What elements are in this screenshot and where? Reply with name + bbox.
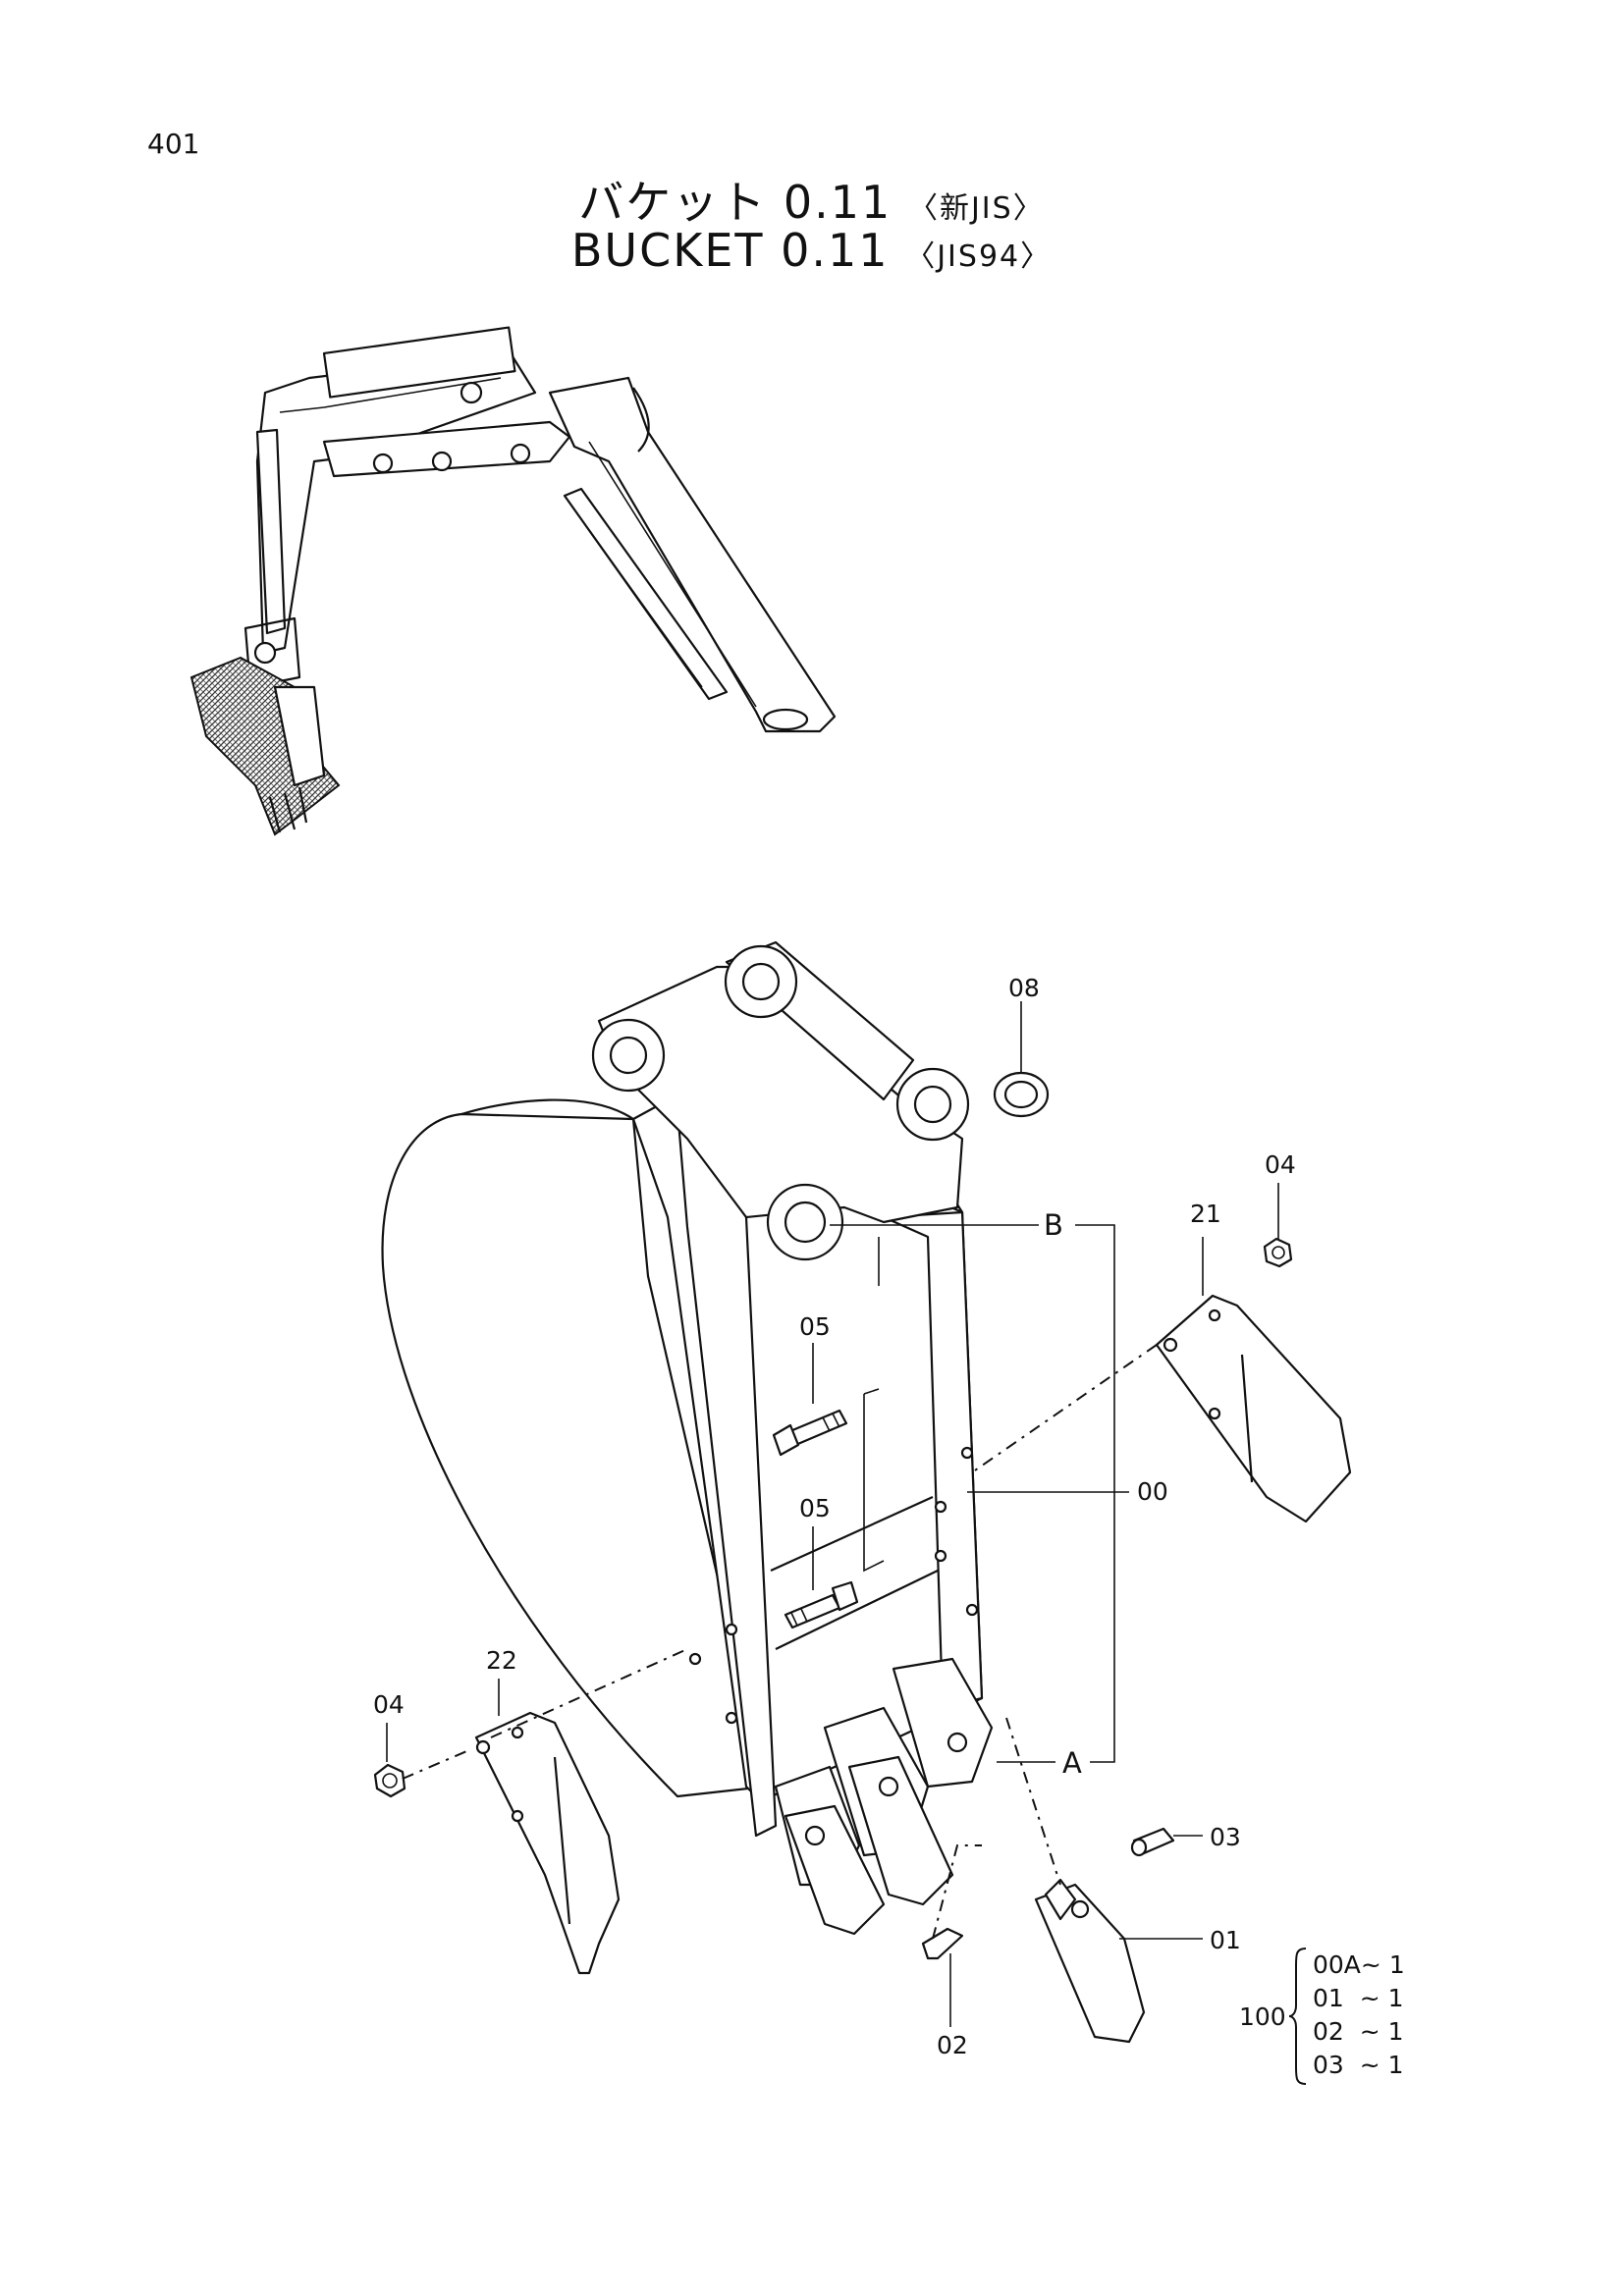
- callout-04-left: 04: [373, 1690, 405, 1719]
- kit-brace: [1288, 1948, 1307, 2085]
- callout-02: 02: [937, 2031, 968, 2059]
- side-cutter-22: [474, 1711, 621, 1975]
- pin-03: [1130, 1827, 1175, 1857]
- callout-01: 01: [1210, 1926, 1241, 1954]
- tooth-point-01: [1034, 1878, 1146, 2044]
- callout-a: A: [1062, 1746, 1082, 1780]
- callout-21: 21: [1190, 1200, 1221, 1228]
- assembly-lines: [402, 1237, 1158, 1940]
- kit-item: 01 ~ 1: [1313, 1982, 1405, 2015]
- kit-items: 00A~ 1 01 ~ 1 02 ~ 1 03 ~ 1: [1313, 1949, 1405, 2082]
- kit-quantity: 100: [1239, 2002, 1286, 2031]
- kit-item-part: 01: [1313, 1984, 1352, 2012]
- kit-item: 02 ~ 1: [1313, 2015, 1405, 2049]
- title-english: BUCKET 0.11 〈JIS94〉: [0, 224, 1623, 277]
- kit-item: 00A~ 1: [1313, 1949, 1405, 1982]
- bucket-body: [381, 940, 994, 1936]
- callout-b: B: [1044, 1208, 1063, 1242]
- title-english-main: BUCKET 0.11: [570, 224, 890, 277]
- kit-item-qty: ~ 1: [1351, 1984, 1404, 2012]
- callout-08: 08: [1008, 974, 1040, 1002]
- pin-boss: [591, 944, 970, 1261]
- lock-02: [921, 1927, 964, 1960]
- kit-item-qty: ~ 1: [1360, 1950, 1405, 1979]
- callout-00: 00: [1137, 1477, 1168, 1506]
- callout-05-upper: 05: [799, 1312, 831, 1341]
- title-japanese-standard: 〈新JIS〉: [907, 191, 1045, 226]
- kit-item-qty: ~ 1: [1351, 2017, 1404, 2046]
- bolt-05-lower: [784, 1580, 859, 1629]
- kit-item-part: 03: [1313, 2051, 1352, 2079]
- title-english-standard: 〈JIS94〉: [905, 240, 1053, 274]
- kit-item-part: 02: [1313, 2017, 1352, 2046]
- callout-03: 03: [1210, 1823, 1241, 1851]
- bolt-05-upper: [772, 1409, 848, 1457]
- page-number: 401: [147, 128, 200, 160]
- callout-labels: 08 04 21 B 05 05 00 22 04 A 03 01 02: [373, 974, 1296, 2059]
- leader-lines: [386, 1001, 1279, 2027]
- collar-08: [993, 1071, 1050, 1118]
- callout-05-lower: 05: [799, 1494, 831, 1522]
- kit-item: 03 ~ 1: [1313, 2049, 1405, 2082]
- title-japanese-main: バケット 0.11: [578, 176, 893, 229]
- callout-04-right: 04: [1265, 1150, 1296, 1179]
- title-japanese: バケット 0.11 〈新JIS〉: [0, 167, 1623, 232]
- kit-item-part: 00A: [1313, 1950, 1361, 1979]
- side-cutter-21: [1155, 1294, 1352, 1523]
- nut-04-left: [373, 1763, 406, 1798]
- nut-04-right: [1263, 1237, 1293, 1268]
- front-attachment-overview: [189, 326, 837, 836]
- kit-item-qty: ~ 1: [1351, 2051, 1404, 2079]
- callout-22: 22: [486, 1646, 517, 1675]
